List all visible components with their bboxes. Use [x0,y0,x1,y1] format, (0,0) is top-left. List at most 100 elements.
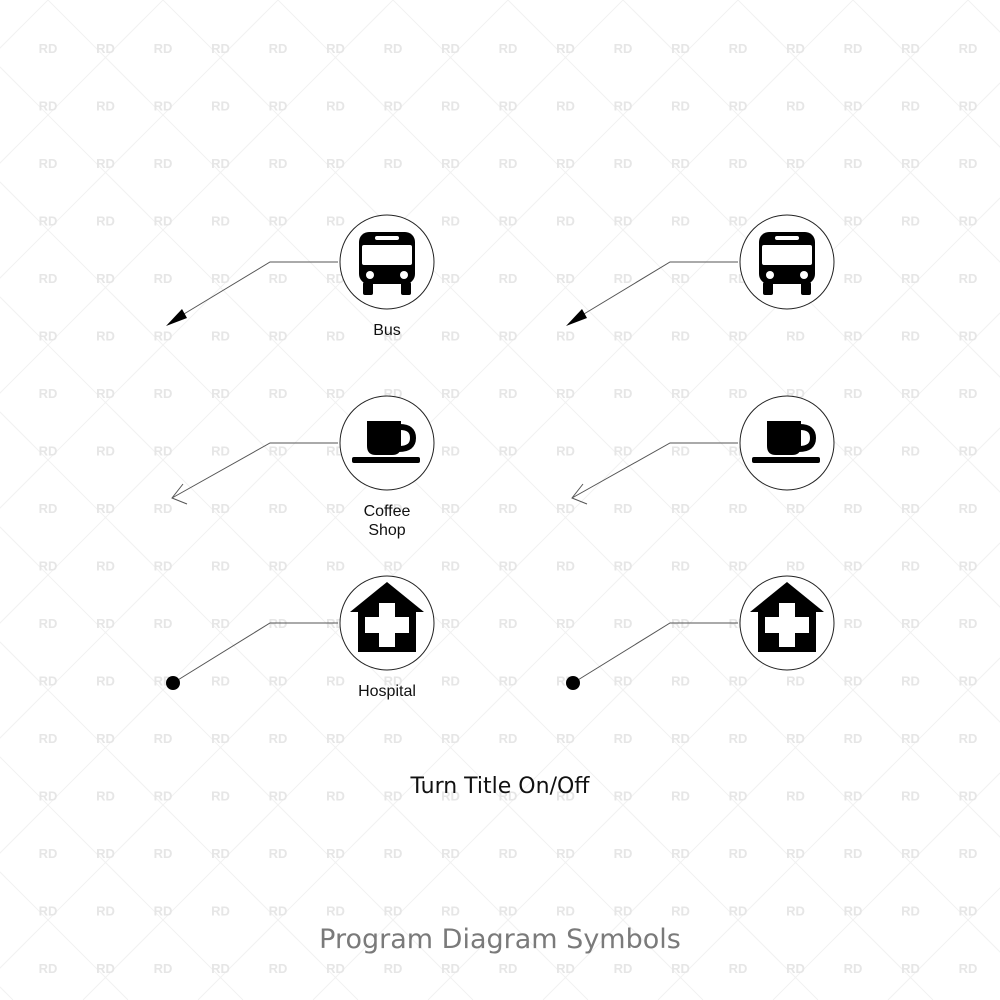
watermark-text: RD [441,99,460,114]
watermark-text: RD [844,99,863,114]
watermark-text: RD [211,501,230,516]
watermark-text: RD [39,846,58,861]
watermark-text: RD [154,559,173,574]
arrowhead-open [171,483,188,505]
watermark-text: RD [326,271,345,286]
watermark-text: RD [556,99,575,114]
watermark-text: RD [269,156,288,171]
watermark-text: RD [269,559,288,574]
watermark-text: RD [499,99,518,114]
watermark-text: RD [614,846,633,861]
watermark-text: RD [39,99,58,114]
terminator-dot [166,676,180,690]
watermark-text: RD [39,961,58,976]
watermark-text: RD [499,961,518,976]
watermark-text: RD [614,386,633,401]
watermark-text: RD [901,99,920,114]
watermark-text: RD [269,99,288,114]
watermark-text: RD [614,99,633,114]
watermark-text: RD [786,904,805,919]
watermark-text: RD [269,444,288,459]
watermark-text: RD [211,731,230,746]
watermark-text: RD [96,41,115,56]
watermark-text: RD [729,846,748,861]
watermark-text: RD [959,731,978,746]
watermark-text: RD [786,41,805,56]
watermark-text: RD [671,789,690,804]
watermark-text: RD [441,674,460,689]
watermark-text: RD [211,271,230,286]
watermark-text: RD [154,616,173,631]
watermark-text: RD [729,386,748,401]
watermark-text: RD [269,731,288,746]
watermark-text: RD [844,444,863,459]
watermark-text: RD [154,386,173,401]
watermark-line [82,82,1000,1000]
watermark-text: RD [154,444,173,459]
watermark-text: RD [39,616,58,631]
watermark-text: RD [154,846,173,861]
watermark-text: RD [786,99,805,114]
watermark-text: RD [901,846,920,861]
watermark-text: RD [154,904,173,919]
watermark-text: RD [556,501,575,516]
watermark-text: RD [901,674,920,689]
watermark-line [0,641,359,1000]
watermark-text: RD [39,444,58,459]
watermark-text: RD [614,904,633,919]
watermark-line [197,197,1000,1000]
hospital-symbol-right [566,575,835,690]
watermark-text: RD [556,789,575,804]
watermark-text: RD [269,961,288,976]
watermark-text: RD [786,731,805,746]
watermark-text: RD [671,156,690,171]
watermark-text: RD [384,41,403,56]
hospital-label: Hospital [358,683,416,700]
watermark-text: RD [959,559,978,574]
watermark-text: RD [844,789,863,804]
watermark-text: RD [326,386,345,401]
coffee-shop-label-line-1: Coffee [363,503,411,520]
watermark-text: RD [671,674,690,689]
watermark-text: RD [844,846,863,861]
watermark-text: RD [96,559,115,574]
watermark-text: RD [901,329,920,344]
watermark-text: RD [671,501,690,516]
watermark-text: RD [211,961,230,976]
watermark-text: RD [96,789,115,804]
watermark-text: RD [844,904,863,919]
watermark-text: RD [269,904,288,919]
watermark-text: RD [556,386,575,401]
watermark-text: RD [154,501,173,516]
watermark-text: RD [959,99,978,114]
watermark-text: RD [441,904,460,919]
watermark-text: RD [901,386,920,401]
watermark-text: RD [844,156,863,171]
watermark-text: RD [154,789,173,804]
watermark-text: RD [326,846,345,861]
watermark-text: RD [556,731,575,746]
watermark-text: RD [959,789,978,804]
watermark-text: RD [441,386,460,401]
watermark-text: RD [499,904,518,919]
bus-label: Bus [373,322,401,339]
watermark-text: RD [384,329,403,344]
watermark-text: RD [211,386,230,401]
watermark-text: RD [901,731,920,746]
watermark-text: RD [959,904,978,919]
arrowhead-open [571,483,588,505]
watermark-text: RD [441,846,460,861]
watermark-text: RD [901,904,920,919]
hospital-symbol-left [166,575,435,690]
watermark-text: RD [39,214,58,229]
watermark-text: RD [901,789,920,804]
watermark-text: RD [729,961,748,976]
watermark-text: RD [671,961,690,976]
watermark-line [657,657,1000,1000]
watermark-text: RD [154,99,173,114]
watermark-text: RD [671,559,690,574]
watermark-text: RD [901,271,920,286]
watermark-text: RD [211,846,230,861]
